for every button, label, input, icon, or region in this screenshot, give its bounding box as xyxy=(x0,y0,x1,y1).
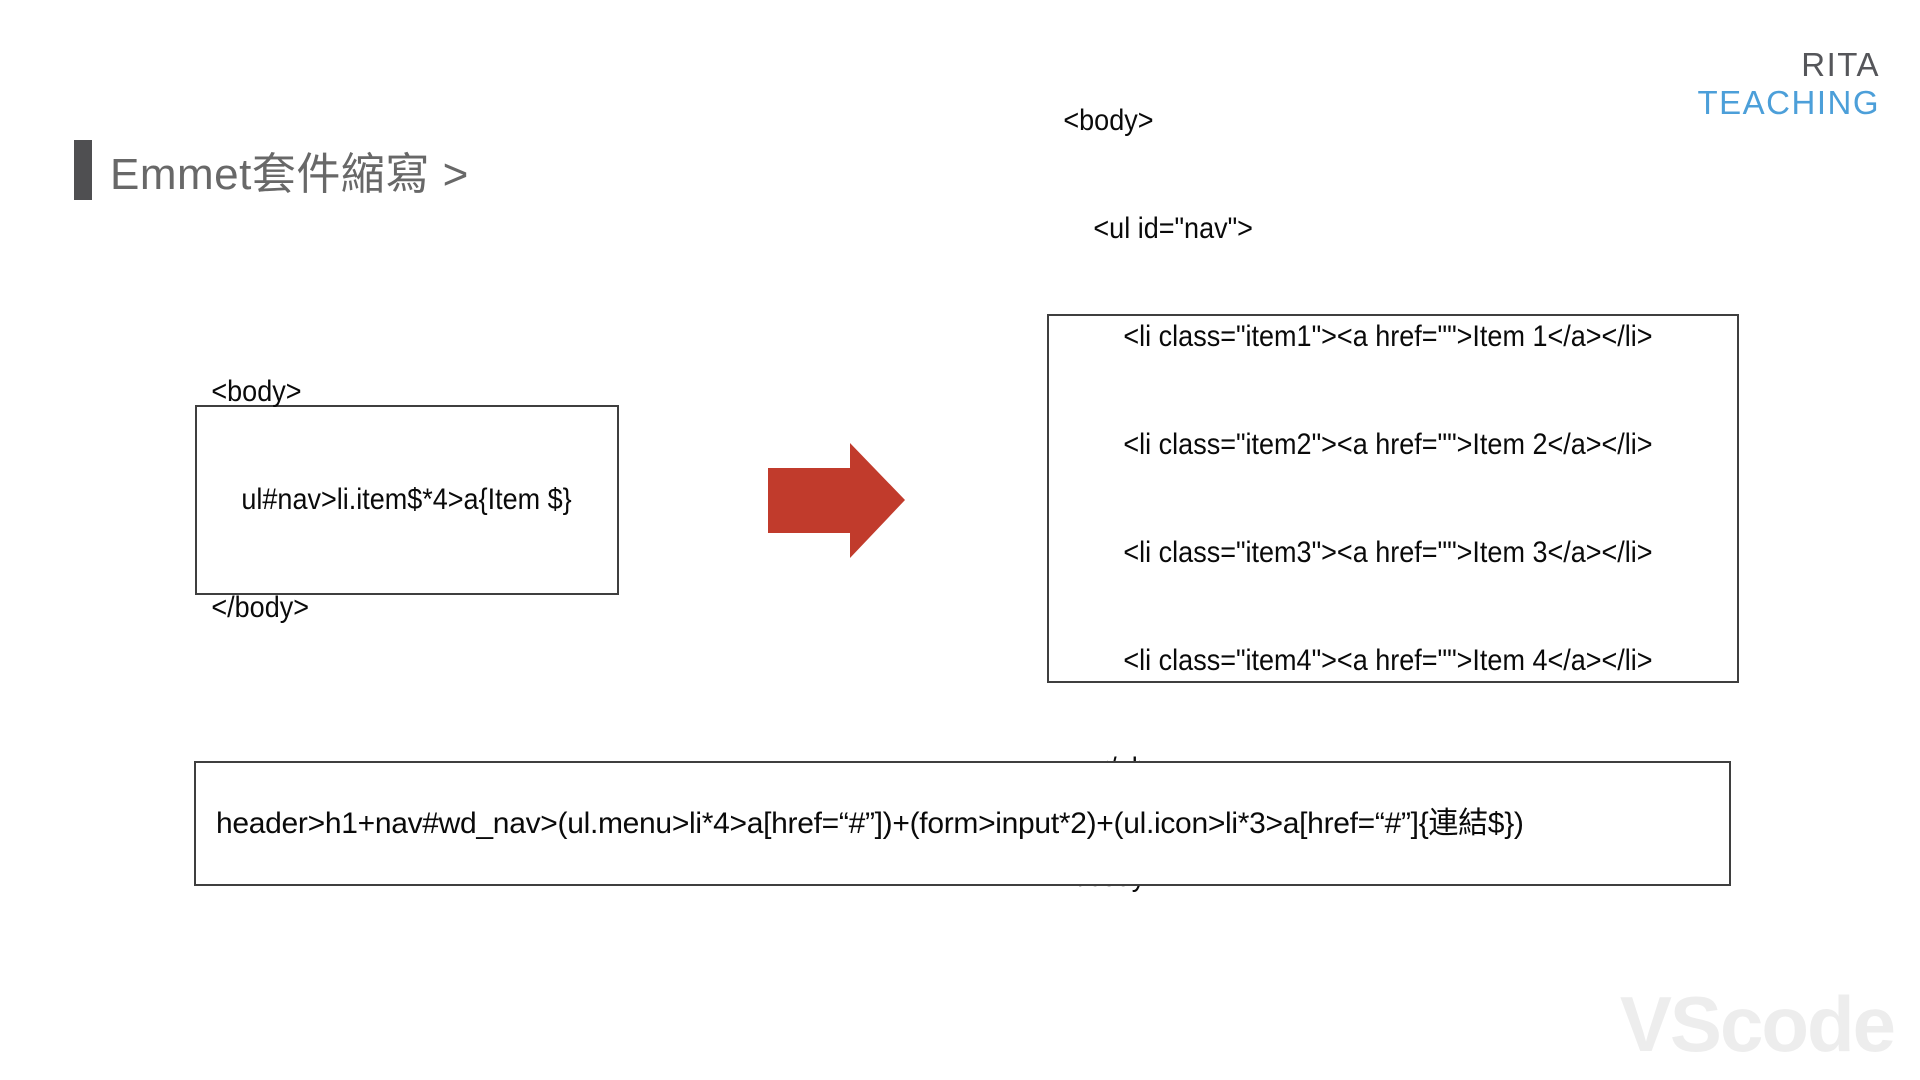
transform-arrow-shape xyxy=(768,443,905,558)
code-line: </body> xyxy=(211,591,309,624)
slide-title: Emmet套件縮寫 > xyxy=(74,138,469,202)
code-line: <li class="item3"><a href="">Item 3</a><… xyxy=(1063,535,1653,569)
transform-arrow-icon xyxy=(768,443,905,558)
code-line: <li class="item4"><a href="">Item 4</a><… xyxy=(1063,643,1653,677)
emmet-abbreviation-code: <body> ul#nav>li.item$*4>a{Item $} </bod… xyxy=(197,302,572,698)
code-line: ul#nav>li.item$*4>a{Item $} xyxy=(211,483,572,516)
page-title: Emmet套件縮寫 > xyxy=(110,150,469,199)
brand-logo-teaching-text: TEACHING xyxy=(1697,84,1880,121)
emmet-example-code: header>h1+nav#wd_nav>(ul.menu>li*4>a[hre… xyxy=(216,806,1524,840)
emmet-example-box: header>h1+nav#wd_nav>(ul.menu>li*4>a[hre… xyxy=(194,761,1731,886)
code-line: <ul id="nav"> xyxy=(1063,211,1253,245)
emmet-expanded-output-box: <body> <ul id="nav"> <li class="item1"><… xyxy=(1047,104,1739,893)
code-line: <li class="item2"><a href="">Item 2</a><… xyxy=(1063,427,1653,461)
vscode-watermark: VScode xyxy=(1619,980,1896,1068)
title-accent-bar xyxy=(74,140,92,200)
code-line: <li class="item1"><a href="">Item 1</a><… xyxy=(1063,319,1653,353)
emmet-abbreviation-box: <body> ul#nav>li.item$*4>a{Item $} </bod… xyxy=(195,375,619,624)
code-line: <body> xyxy=(211,375,302,408)
brand-logo-rita-text: RITA xyxy=(1801,46,1880,83)
code-line: <body> xyxy=(1063,103,1154,137)
brand-logo: RITA TEACHING xyxy=(1697,46,1880,122)
